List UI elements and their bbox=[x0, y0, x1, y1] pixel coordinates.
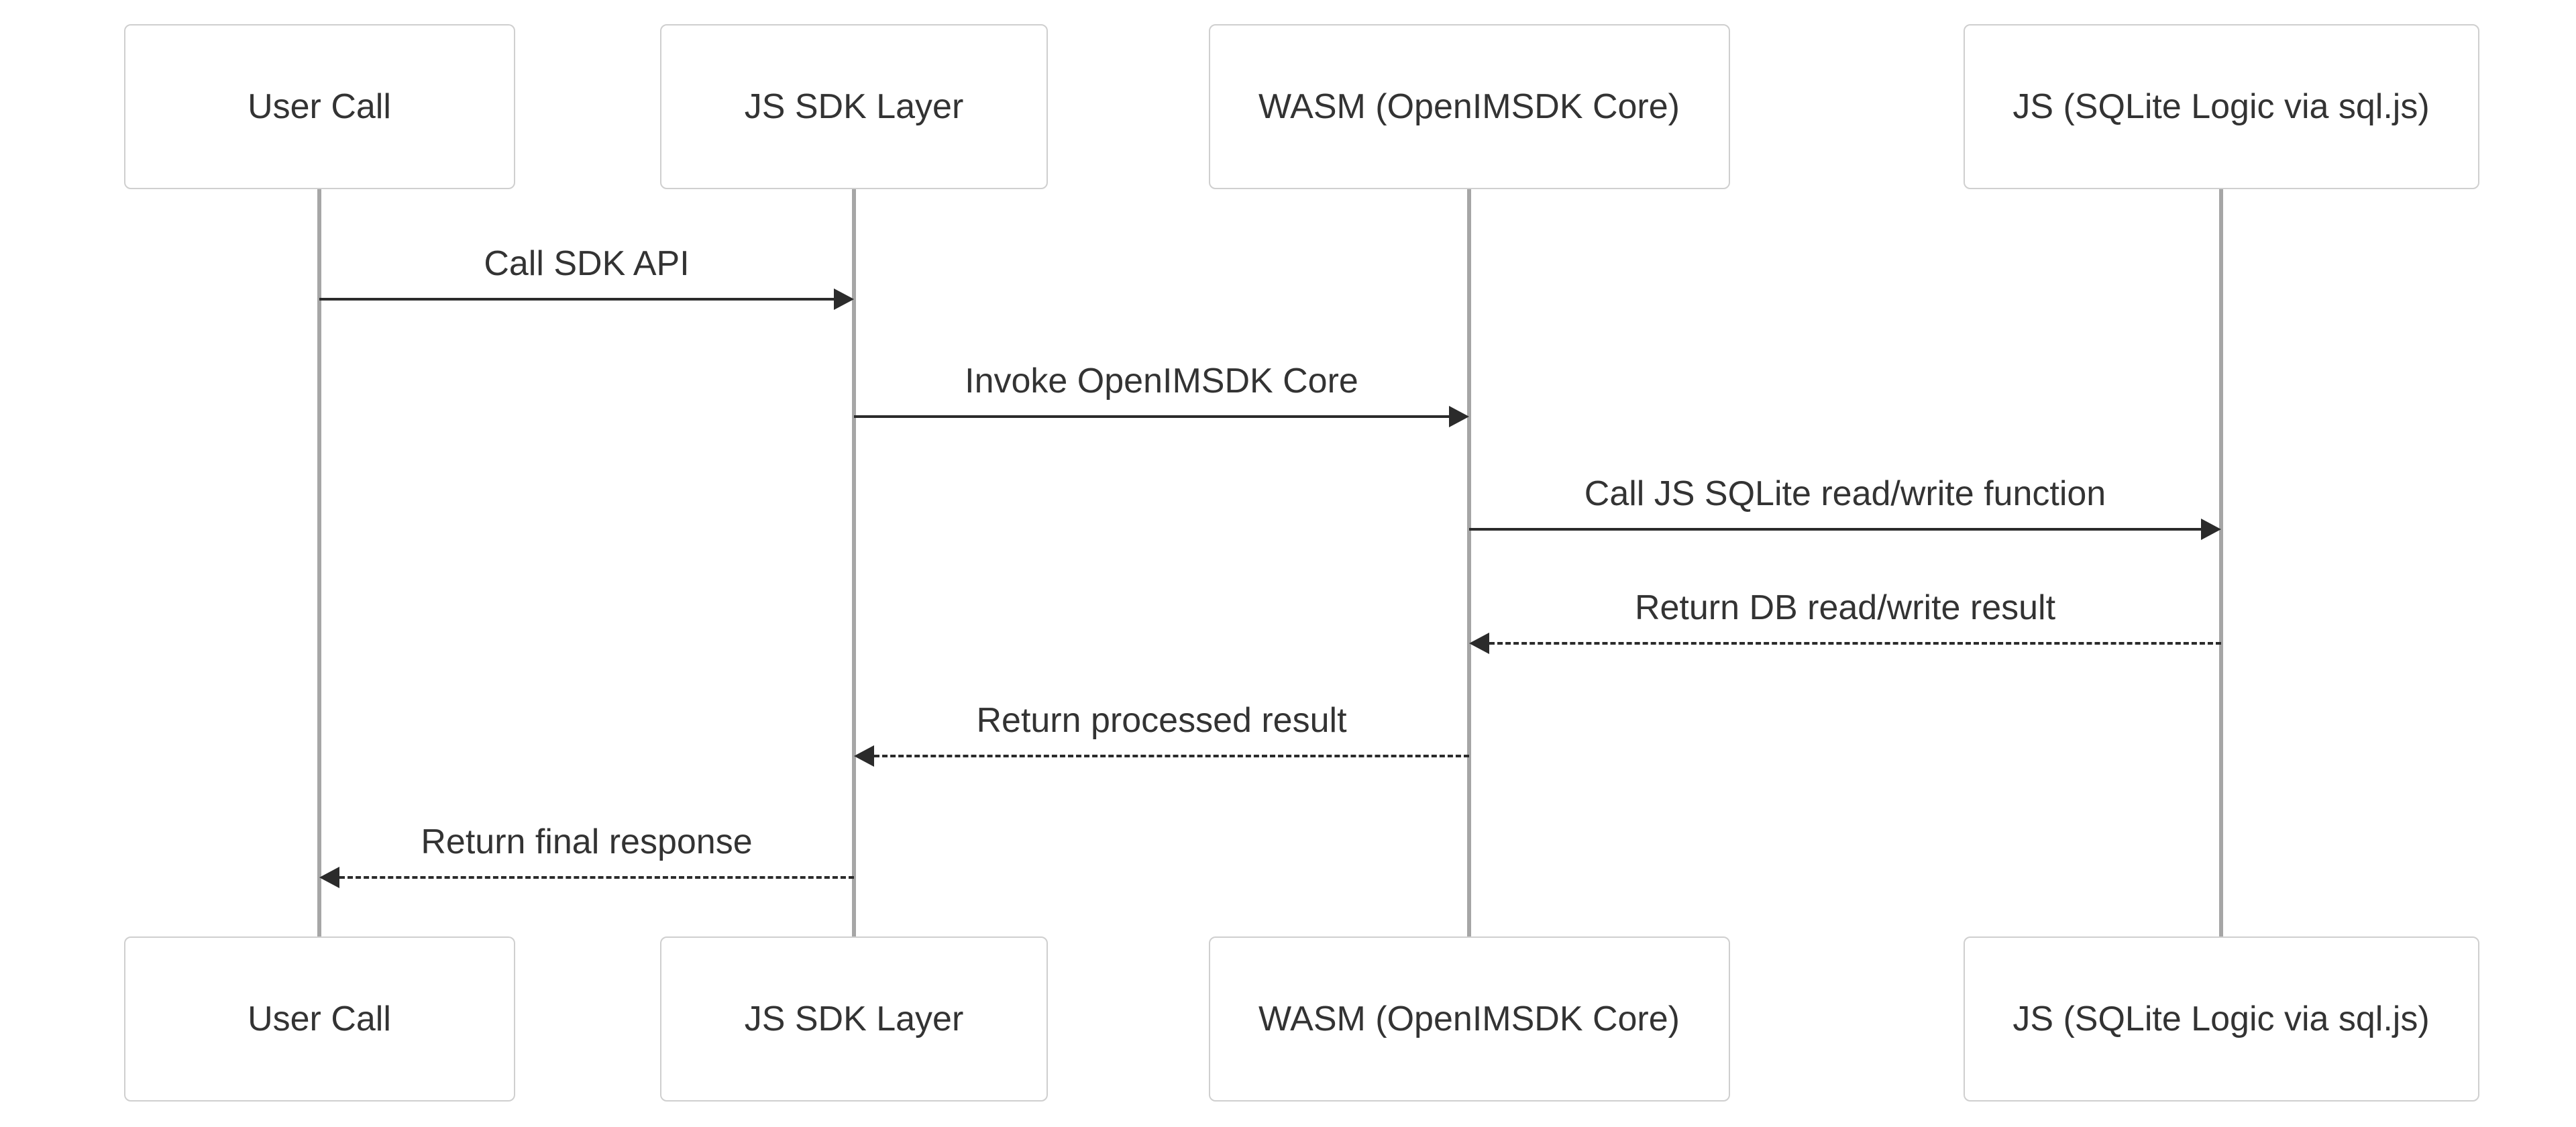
participant-label: User Call bbox=[248, 1000, 391, 1038]
message-arrow bbox=[854, 415, 1449, 418]
arrowhead-icon bbox=[2201, 519, 2221, 540]
lifeline bbox=[1467, 189, 1471, 936]
message-arrow bbox=[319, 298, 834, 301]
arrowhead-icon bbox=[1449, 406, 1469, 427]
message-label: Call SDK API bbox=[484, 244, 690, 283]
participant-label: JS (SQLite Logic via sql.js) bbox=[2012, 87, 2430, 126]
participant-box-top: User Call bbox=[123, 24, 515, 189]
participant-label: WASM (OpenIMSDK Core) bbox=[1258, 87, 1680, 126]
participant-box-bottom: JS (SQLite Logic via sql.js) bbox=[1963, 936, 2479, 1102]
message-label: Invoke OpenIMSDK Core bbox=[965, 362, 1358, 400]
lifeline bbox=[317, 189, 321, 936]
message-arrow bbox=[1469, 528, 2201, 531]
participant-label: JS (SQLite Logic via sql.js) bbox=[2012, 1000, 2430, 1038]
message-arrow bbox=[339, 876, 854, 879]
lifeline bbox=[2219, 189, 2223, 936]
message-arrow bbox=[874, 755, 1469, 757]
message-arrow bbox=[1489, 642, 2221, 645]
message-label: Return processed result bbox=[976, 701, 1347, 740]
message-label: Return final response bbox=[421, 822, 753, 861]
participant-label: JS SDK Layer bbox=[744, 1000, 964, 1038]
message-label: Call JS SQLite read/write function bbox=[1584, 474, 2106, 513]
participant-box-top: JS SDK Layer bbox=[660, 24, 1048, 189]
arrowhead-icon bbox=[854, 745, 874, 767]
participant-label: WASM (OpenIMSDK Core) bbox=[1258, 1000, 1680, 1038]
participant-box-top: WASM (OpenIMSDK Core) bbox=[1208, 24, 1730, 189]
arrowhead-icon bbox=[834, 288, 854, 310]
message-label: Return DB read/write result bbox=[1634, 588, 2056, 627]
participant-box-top: JS (SQLite Logic via sql.js) bbox=[1963, 24, 2479, 189]
participant-label: User Call bbox=[248, 87, 391, 126]
participant-box-bottom: JS SDK Layer bbox=[660, 936, 1048, 1102]
participant-box-bottom: User Call bbox=[123, 936, 515, 1102]
participant-label: JS SDK Layer bbox=[744, 87, 964, 126]
arrowhead-icon bbox=[1469, 633, 1489, 654]
participant-box-bottom: WASM (OpenIMSDK Core) bbox=[1208, 936, 1730, 1102]
arrowhead-icon bbox=[319, 867, 339, 888]
lifeline bbox=[852, 189, 856, 936]
